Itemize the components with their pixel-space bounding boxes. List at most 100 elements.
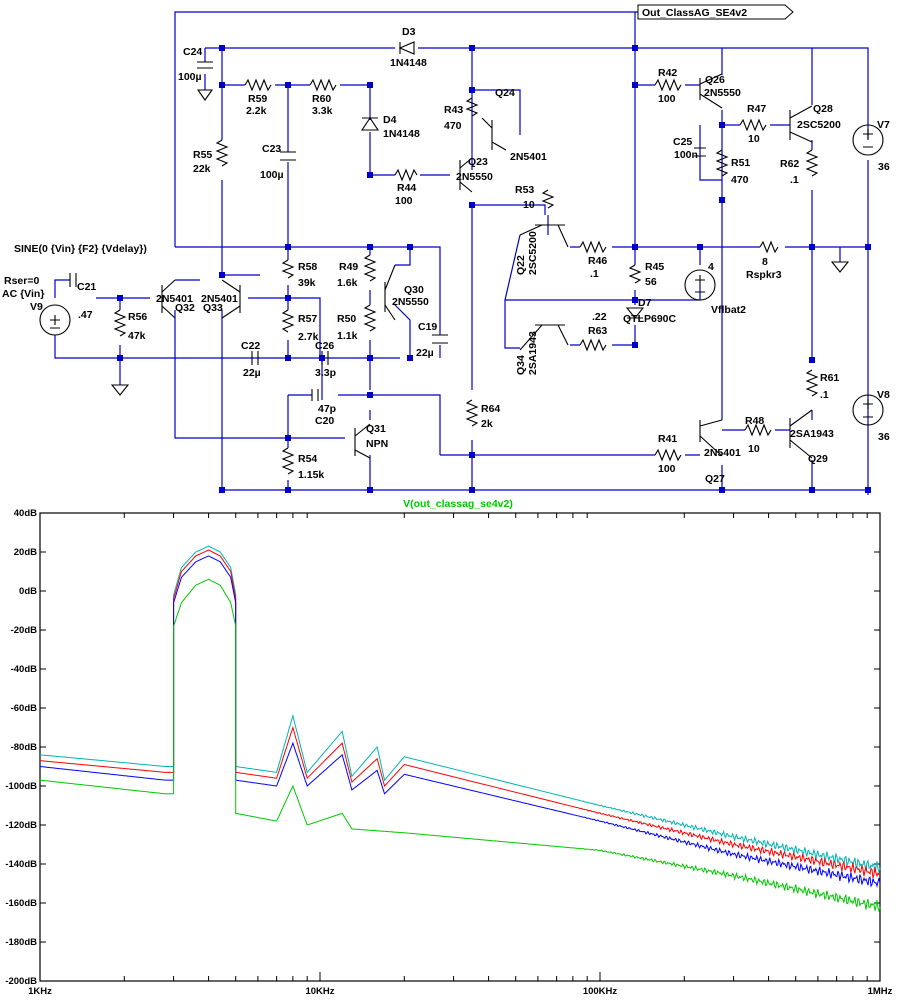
component-value: 47p (318, 403, 336, 415)
schematic-component-symbols (39, 41, 884, 475)
component-value: .1 (820, 389, 829, 401)
component-ref: C24 (183, 46, 202, 58)
component-ref: C21 (77, 281, 96, 293)
component-v8: V8 36 (877, 389, 890, 443)
component-value: 4 (708, 261, 714, 273)
schematic: Out_ClassAG_SE4v2 SINE(0 {Vin} {F2} {Vde… (2, 4, 890, 495)
component-value: .1 (590, 268, 599, 280)
component-ref: D7 (638, 297, 652, 309)
component-value: 10 (523, 199, 535, 211)
component-value: .22 (592, 311, 607, 323)
component-ref: Q23 (468, 156, 488, 168)
component-ref: V8 (877, 389, 890, 401)
component-ref: Q27 (705, 473, 725, 485)
component-value: 36 (878, 431, 890, 443)
component-ref: Q22 (515, 255, 527, 275)
spectrum-plot: V(out_classag_se4v2) 40dB20dB0dB-20dB-40… (5, 498, 893, 997)
component-value: 3.3k (312, 105, 333, 117)
component-r47: R47 10 (747, 103, 766, 145)
component-ref: D4 (383, 114, 397, 126)
y-tick-label: -160dB (5, 898, 37, 909)
component-value: 1.1k (337, 330, 358, 342)
component-ref: Q31 (366, 423, 386, 435)
component-ref: C26 (315, 340, 334, 352)
component-value: 100 (658, 93, 676, 105)
component-r57: R57 2.7k (298, 313, 319, 343)
component-ref: R58 (298, 261, 317, 273)
plot-title: V(out_classag_se4v2) (403, 498, 513, 510)
series-line-0 (39, 545, 881, 874)
source-param: Rser=0 (4, 275, 39, 287)
component-ref: Q26 (705, 74, 725, 86)
component-value: 100 (658, 463, 676, 475)
y-tick-label: -40dB (11, 664, 38, 675)
component-ref: R57 (298, 313, 317, 325)
plot-frame (39, 512, 881, 982)
component-value: .47 (78, 309, 93, 321)
y-tick-label: -80dB (11, 742, 38, 753)
component-ref: R61 (820, 372, 839, 384)
component-value: 2N5401 (704, 447, 741, 459)
component-value: 100 (395, 195, 413, 207)
schematic-junctions (117, 45, 871, 493)
component-value: 36 (878, 161, 890, 173)
source-params: Rser=0AC {Vin} (2, 275, 44, 300)
component-value: 470 (731, 174, 749, 186)
component-q27: Q27 2N5401 (704, 447, 741, 485)
y-axis-ticks: 40dB20dB0dB-20dB-40dB-60dB-80dB-100dB-12… (5, 508, 880, 987)
component-value: 10 (748, 443, 760, 455)
component-ref: R47 (747, 103, 766, 115)
component-r50: R50 1.1k (337, 313, 358, 342)
component-ref: R60 (312, 93, 331, 105)
component-vflbat2: Vflbat2 4 (708, 261, 746, 316)
component-value: 10 (748, 133, 760, 145)
component-labels: C24100µD31N4148R592.2kR603.3kD41N4148R55… (30, 26, 890, 485)
component-value: 1N4148 (390, 57, 427, 69)
component-value: 100n (674, 149, 698, 161)
component-value: 56 (645, 276, 657, 288)
component-value: 2.2k (246, 105, 267, 117)
component-ref: Rspkr3 (746, 269, 782, 281)
component-ref: Q30 (404, 284, 424, 296)
y-tick-label: -60dB (11, 703, 38, 714)
y-tick-label: -140dB (5, 859, 37, 870)
component-ref: R41 (658, 433, 677, 445)
component-value: 39k (298, 277, 316, 289)
component-value: 2SA1943 (527, 331, 539, 375)
component-ref: R49 (339, 261, 358, 273)
component-ref: Vflbat2 (711, 304, 746, 316)
component-ref: R50 (337, 313, 356, 325)
component-value: 2.7k (298, 331, 319, 343)
y-tick-label: 0dB (19, 586, 37, 597)
series-line-1 (39, 549, 881, 879)
component-ref: R62 (780, 158, 799, 170)
net-label-output: Out_ClassAG_SE4v2 (637, 4, 794, 20)
component-ref: C25 (673, 136, 692, 148)
component-value: .1 (790, 174, 799, 186)
y-tick-label: -200dB (5, 976, 37, 987)
component-value: 470 (444, 120, 462, 132)
component-value: 22k (193, 163, 211, 175)
